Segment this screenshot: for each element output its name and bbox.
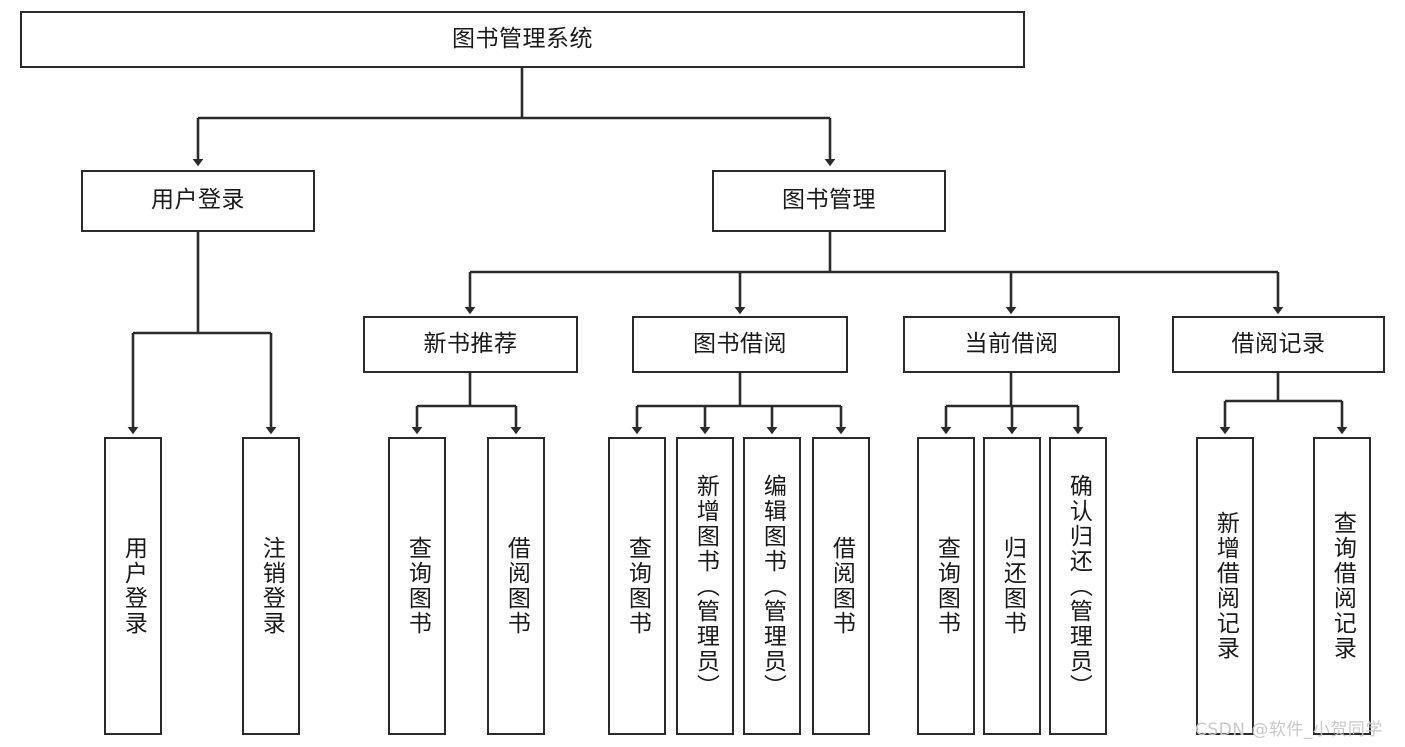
node-user-login[interactable]: 用户登录 [81,170,315,232]
leaf-book-borrow-borrow[interactable]: 借阅图书 [812,437,870,735]
leaf-current-borrow-confirm-label: 确认归还（管理员） [1065,473,1092,699]
leaf-new-book-borrow[interactable]: 借阅图书 [487,437,545,735]
node-new-book-recommend-label: 新书推荐 [423,330,518,357]
leaf-new-book-query-label: 查询图书 [404,536,431,636]
node-borrow-record-label: 借阅记录 [1231,330,1326,357]
leaf-current-borrow-return[interactable]: 归还图书 [983,437,1041,735]
leaf-user-login-login-label: 用户登录 [120,536,147,636]
leaf-new-book-query[interactable]: 查询图书 [388,437,446,735]
node-book-management-label: 图书管理 [782,187,876,214]
leaf-current-borrow-query[interactable]: 查询图书 [917,437,975,735]
leaf-user-login-logout[interactable]: 注销登录 [242,437,300,735]
leaf-current-borrow-query-label: 查询图书 [933,536,960,636]
node-current-borrow[interactable]: 当前借阅 [903,316,1120,373]
node-root-label: 图书管理系统 [452,25,593,52]
leaf-current-borrow-confirm[interactable]: 确认归还（管理员） [1049,437,1107,735]
node-root[interactable]: 图书管理系统 [20,11,1025,68]
leaf-borrow-record-query-label: 查询借阅记录 [1329,511,1356,661]
leaf-borrow-record-add-label: 新增借阅记录 [1212,511,1239,661]
node-user-login-label: 用户登录 [151,187,245,214]
leaf-borrow-record-add[interactable]: 新增借阅记录 [1196,437,1254,735]
node-current-borrow-label: 当前借阅 [964,330,1059,357]
leaf-user-login-login[interactable]: 用户登录 [104,437,162,735]
node-book-borrow-label: 图书借阅 [693,330,787,357]
leaf-book-borrow-edit[interactable]: 编辑图书（管理员） [743,437,801,735]
node-borrow-record[interactable]: 借阅记录 [1172,316,1385,373]
node-new-book-recommend[interactable]: 新书推荐 [363,316,578,373]
leaf-borrow-record-query[interactable]: 查询借阅记录 [1313,437,1371,735]
leaf-book-borrow-add[interactable]: 新增图书（管理员） [676,437,734,735]
leaf-book-borrow-add-label: 新增图书（管理员） [692,473,719,699]
leaf-book-borrow-query-label: 查询图书 [624,536,651,636]
leaf-new-book-borrow-label: 借阅图书 [503,536,530,636]
leaf-book-borrow-borrow-label: 借阅图书 [828,536,855,636]
leaf-book-borrow-query[interactable]: 查询图书 [608,437,666,735]
node-book-borrow[interactable]: 图书借阅 [632,316,848,373]
leaf-user-login-logout-label: 注销登录 [258,536,285,636]
leaf-book-borrow-edit-label: 编辑图书（管理员） [759,473,786,699]
node-book-management[interactable]: 图书管理 [712,170,946,232]
leaf-current-borrow-return-label: 归还图书 [999,536,1026,636]
